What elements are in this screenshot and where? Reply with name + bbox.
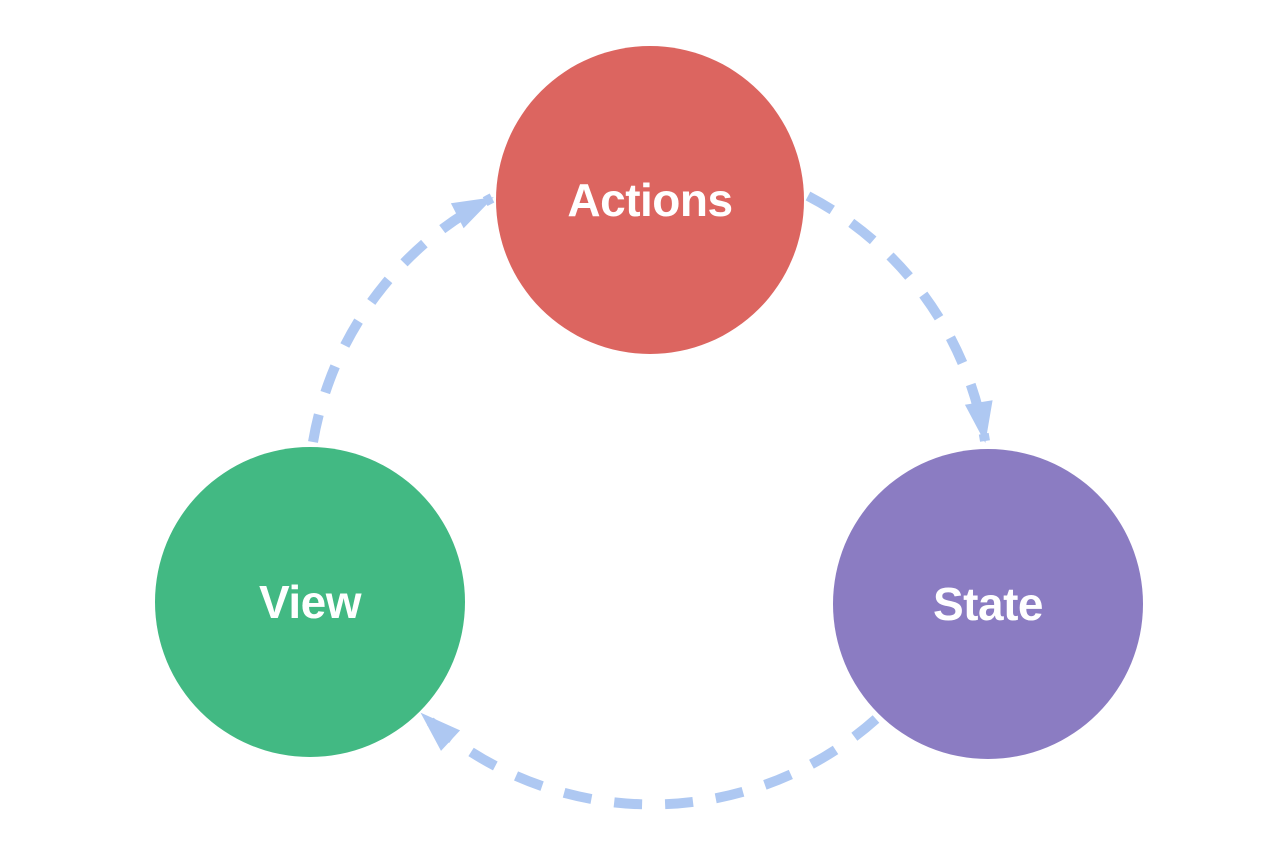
view-label: View	[259, 576, 362, 628]
edge-group	[308, 191, 993, 810]
view-circle	[155, 447, 465, 757]
edge-view-to-actions	[308, 193, 495, 443]
node-actions: Actions	[496, 46, 804, 354]
node-state: State	[833, 449, 1143, 759]
node-view: View	[155, 447, 465, 757]
edge-state-to-view	[418, 710, 880, 810]
state-circle	[833, 449, 1143, 759]
actions-label: Actions	[567, 174, 732, 226]
state-label: State	[933, 578, 1043, 630]
actions-circle	[496, 46, 804, 354]
edge-actions-to-state	[805, 191, 993, 443]
